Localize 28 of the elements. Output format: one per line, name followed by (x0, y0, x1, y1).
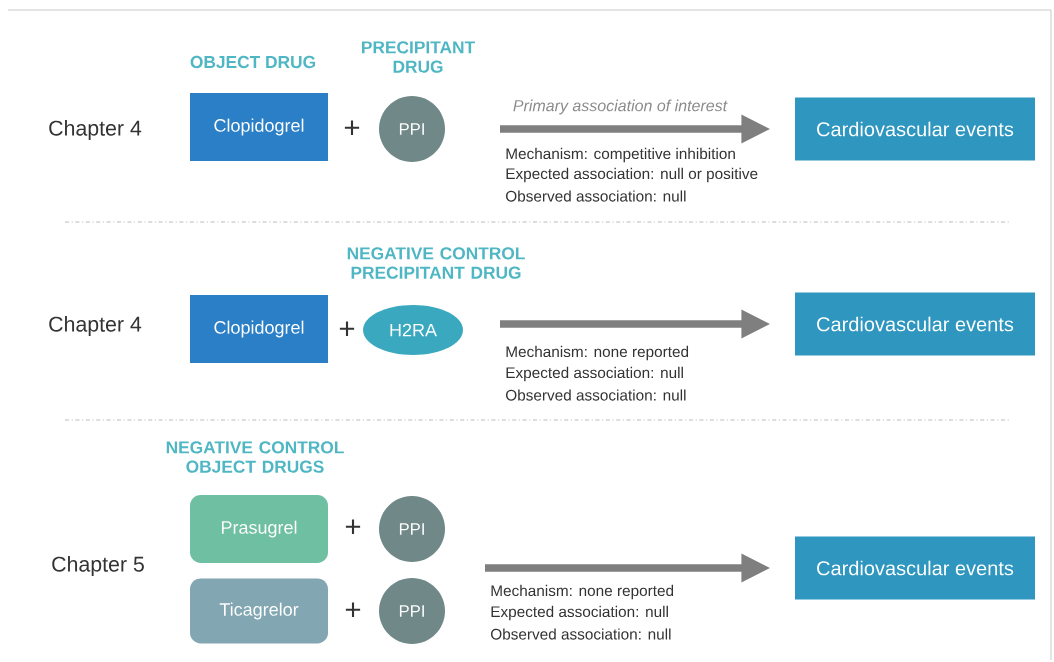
drug-box: Clopidogrel (190, 93, 328, 161)
association-note: Mechanism: none reported (506, 345, 689, 361)
plus-sign: + (345, 519, 361, 534)
drug-box: Ticagrelor (190, 578, 328, 644)
chapter-label: Chapter 5 (52, 556, 144, 576)
association-note: Expected association: null or positive (506, 167, 758, 183)
association-note: Mechanism: none reported (491, 584, 674, 600)
chapter-label: Chapter 4 (49, 316, 142, 336)
edge-label: Primary association of interest (511, 98, 729, 116)
plus-sign: + (344, 120, 360, 135)
heading-text: PRECIPITANT DRUG (362, 41, 475, 73)
drug-box: Cardiovascular events (795, 536, 1035, 600)
drug-box: Clopidogrel (190, 295, 328, 363)
association-note: Expected association: null (491, 605, 668, 621)
association-note: Observed association: null (491, 628, 671, 640)
association-note: Observed association: null (506, 190, 686, 202)
chapter-label: Chapter 4 (49, 120, 142, 140)
association-note: Expected association: null (506, 366, 683, 382)
heading-text: NEGATIVE CONTROL PRECIPITANT DRUG (347, 247, 525, 279)
association-note: Observed association: null (506, 389, 686, 401)
plus-sign: + (345, 602, 361, 617)
heading-text: NEGATIVE CONTROL OBJECT DRUGS (166, 441, 344, 473)
drug-box: Cardiovascular events (795, 292, 1035, 356)
plus-sign: + (339, 321, 355, 336)
association-note: Mechanism: competitive inhibition (506, 147, 735, 163)
drug-box: Prasugrel (190, 495, 328, 563)
heading-text: OBJECT DRUG (190, 55, 315, 69)
drug-box: Cardiovascular events (795, 97, 1035, 161)
